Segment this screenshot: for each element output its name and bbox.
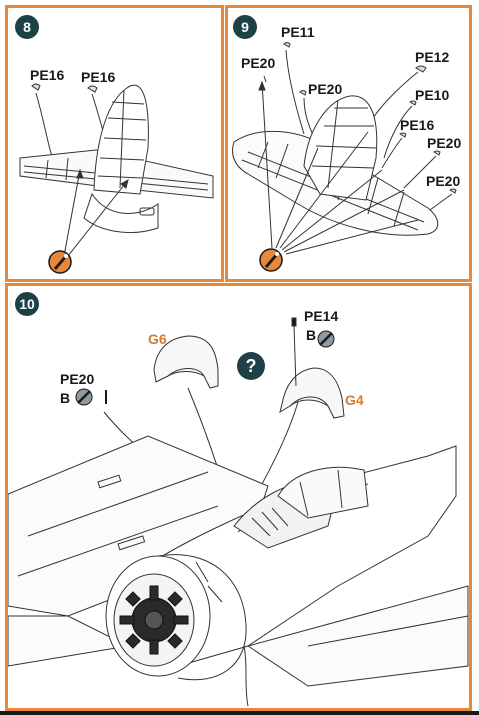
step-9-badge: 9 (233, 15, 257, 39)
part-label-pe20-left: PE20 (241, 55, 276, 71)
part-label-pe20-mid: PE20 (308, 81, 343, 97)
step-9-panel: 9 PE11 PE20 PE20 PE12 PE10 PE16 PE20 PE2… (225, 5, 472, 282)
part-label-pe10: PE10 (415, 87, 450, 103)
option-label-b-left: B (60, 390, 71, 406)
part-label-pe11: PE11 (281, 24, 315, 40)
step-10-panel: 10 G6 G4 PE14 B PE20 B ? (5, 283, 472, 711)
part-label-g6: G6 (148, 331, 167, 347)
option-b-dial-right (318, 331, 334, 347)
part-label-pe20: PE20 (60, 371, 95, 387)
part-label-g4: G4 (345, 392, 364, 408)
part-label-pe14: PE14 (304, 308, 339, 324)
option-b-dial-left (76, 389, 92, 405)
page-bottom-rule (0, 711, 479, 715)
part-label-pe16-left: PE16 (30, 67, 65, 83)
part-label-pe20-right2: PE20 (426, 173, 461, 189)
tail-assembly-drawing (8, 8, 221, 279)
part-label-pe16-right: PE16 (81, 69, 116, 85)
part-label-pe16: PE16 (400, 117, 435, 133)
step-8-badge: 8 (15, 15, 39, 39)
fuselage-cockpit-drawing (8, 286, 469, 708)
tail-detail-drawing (228, 8, 469, 279)
step-10-badge: 10 (15, 292, 39, 316)
part-label-pe20-right1: PE20 (427, 135, 462, 151)
step-8-panel: 8 PE16 PE16 (5, 5, 224, 282)
question-badge: ? (237, 352, 265, 380)
option-label-b-right: B (306, 327, 317, 343)
part-label-pe12: PE12 (415, 49, 450, 65)
